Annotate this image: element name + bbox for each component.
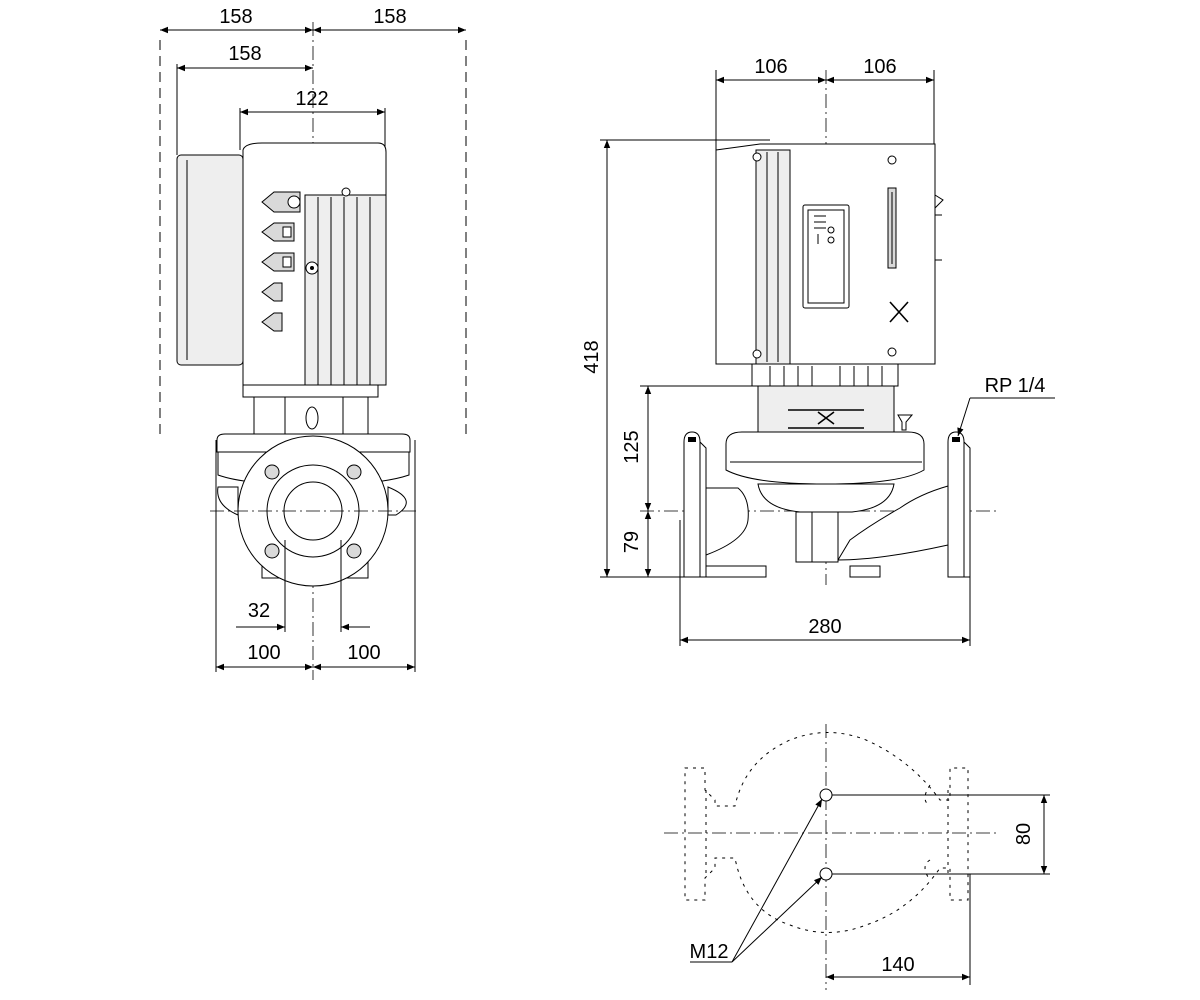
dim-label-125: 125 xyxy=(621,430,643,463)
pump-footprint-outline xyxy=(684,732,969,933)
dim-label-106-right: 106 xyxy=(863,56,896,78)
air-vent-valve-icon xyxy=(897,414,914,431)
motor-bottom-fins xyxy=(769,366,883,386)
motor-fin-lines xyxy=(317,197,371,385)
dim-label-418: 418 xyxy=(581,340,603,373)
motor-bottom xyxy=(751,363,899,387)
grundfos-logo-icon xyxy=(889,301,909,323)
pump-foot xyxy=(849,565,881,578)
flange-bolt-mark xyxy=(688,437,696,442)
dim-label-122: 122 xyxy=(295,88,328,110)
dim-label-158-second: 158 xyxy=(228,43,261,65)
bottom-view: 80 140 M12 xyxy=(664,724,1050,990)
leader-line xyxy=(731,798,823,963)
motor-side-band xyxy=(755,149,791,365)
dim-label-158-left: 158 xyxy=(219,6,252,28)
pump-housing xyxy=(725,431,925,485)
dim-label-158-right: 158 xyxy=(373,6,406,28)
side-view: 106 106 418 125 79 280 RP 1/4 xyxy=(581,56,1055,646)
inlet-pipe xyxy=(705,487,749,556)
inlet-flange xyxy=(683,431,707,578)
lantern xyxy=(757,385,895,433)
dim-label-140: 140 xyxy=(881,954,914,976)
screw-icon xyxy=(887,155,897,165)
pump-volute xyxy=(757,483,895,513)
coupling-window xyxy=(305,406,319,430)
dim-label-106-left: 106 xyxy=(754,56,787,78)
dim-label-100-right: 100 xyxy=(347,642,380,664)
bolt-hole-icon xyxy=(819,867,833,881)
outlet-pipe xyxy=(837,485,949,561)
leader-line xyxy=(731,876,823,963)
flange-bolt-mark xyxy=(952,437,960,442)
thread-label: RP 1/4 xyxy=(985,375,1046,397)
indicator-lights-icon xyxy=(814,215,835,244)
pump-foot xyxy=(705,565,767,578)
grundfos-logo-icon xyxy=(817,411,835,425)
footprint-detail xyxy=(924,784,931,807)
bolt-label: M12 xyxy=(690,941,729,963)
flange-bolt-holes xyxy=(264,464,362,559)
dim-label-32: 32 xyxy=(248,600,270,622)
drain-stub xyxy=(795,511,839,563)
screw-icon xyxy=(752,152,762,162)
dim-label-80: 80 xyxy=(1013,823,1035,845)
outlet-flange xyxy=(947,431,971,578)
leader-line xyxy=(957,397,971,437)
screw-icon xyxy=(752,349,762,359)
vent-screw-center xyxy=(310,266,314,270)
pump-bulge-right xyxy=(387,486,407,516)
motor-flange xyxy=(242,384,379,398)
footprint-detail xyxy=(924,859,931,881)
cable-glands xyxy=(261,191,301,332)
front-view: 158 158 158 122 32 100 100 xyxy=(159,6,467,680)
side-knob xyxy=(934,194,944,210)
side-label-strip xyxy=(887,187,897,269)
dim-label-100-left: 100 xyxy=(247,642,280,664)
dim-label-280: 280 xyxy=(808,616,841,638)
screw-icon xyxy=(341,187,351,197)
dim-label-79: 79 xyxy=(621,531,643,553)
control-panel-display xyxy=(807,209,845,304)
screw-icon xyxy=(887,347,897,357)
motor-fins xyxy=(304,194,387,386)
